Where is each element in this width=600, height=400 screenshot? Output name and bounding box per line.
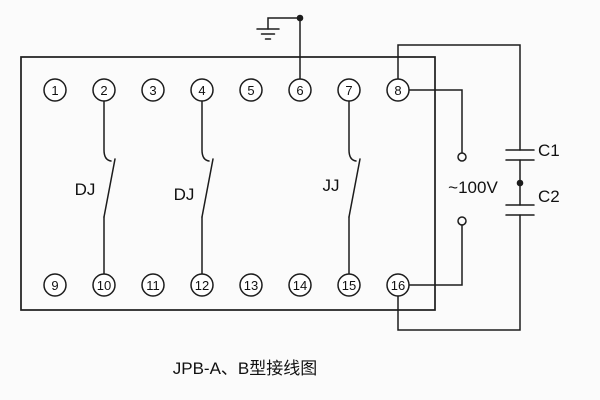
svg-text:16: 16 [391,278,405,293]
capacitor-c1-label: C1 [538,141,560,160]
jj-label: JJ [323,176,340,195]
junction-dot-capacitor [516,179,524,187]
supply-terminal-upper [457,152,467,162]
supply-terminal-lower [457,216,467,226]
terminal-5: 5 [239,78,263,102]
terminal-9: 9 [43,273,67,297]
terminal-3: 3 [141,78,165,102]
svg-text:7: 7 [345,83,352,98]
capacitor-c2 [505,204,535,216]
svg-text:12: 12 [195,278,209,293]
svg-text:2: 2 [100,83,107,98]
terminal-2: 2 [92,78,116,102]
terminal-16: 16 [386,273,410,297]
wire-terminal16-supply [408,224,463,286]
dj1-label: DJ [75,180,96,199]
capacitor-c2-label: C2 [538,187,560,206]
svg-text:13: 13 [244,278,258,293]
wire-capacitor-bus-bottom [397,214,521,331]
capacitor-c1 [505,149,535,161]
terminal-15: 15 [337,273,361,297]
terminal-13: 13 [239,273,263,297]
terminal-10: 10 [92,273,116,297]
svg-text:5: 5 [247,83,254,98]
dj1-contact [103,100,116,275]
svg-text:3: 3 [149,83,156,98]
terminal-4: 4 [190,78,214,102]
wire-terminal8-supply [408,89,463,154]
svg-text:14: 14 [293,278,307,293]
terminal-1: 1 [43,78,67,102]
terminal-7: 7 [337,78,361,102]
dj2-label: DJ [174,185,195,204]
terminal-6: 6 [288,78,312,102]
voltage-label: ~100V [448,178,498,197]
terminal-8: 8 [386,78,410,102]
svg-text:10: 10 [97,278,111,293]
svg-text:15: 15 [342,278,356,293]
wire-capacitor-bus-top [397,44,521,151]
svg-text:11: 11 [146,278,160,293]
caption: JPB-A、B型接线图 [173,359,318,378]
junction-dot-top [296,14,304,22]
svg-text:1: 1 [51,83,58,98]
wire-terminal6-ground [256,14,304,80]
svg-text:8: 8 [394,83,401,98]
jj-contact [348,100,361,275]
ground-icon [256,28,280,40]
terminal-12: 12 [190,273,214,297]
svg-text:9: 9 [51,278,58,293]
relay-body-outline [20,56,436,311]
terminal-14: 14 [288,273,312,297]
terminal-11: 11 [141,273,165,297]
dj2-contact [201,100,214,275]
svg-text:6: 6 [296,83,303,98]
svg-text:4: 4 [198,83,205,98]
